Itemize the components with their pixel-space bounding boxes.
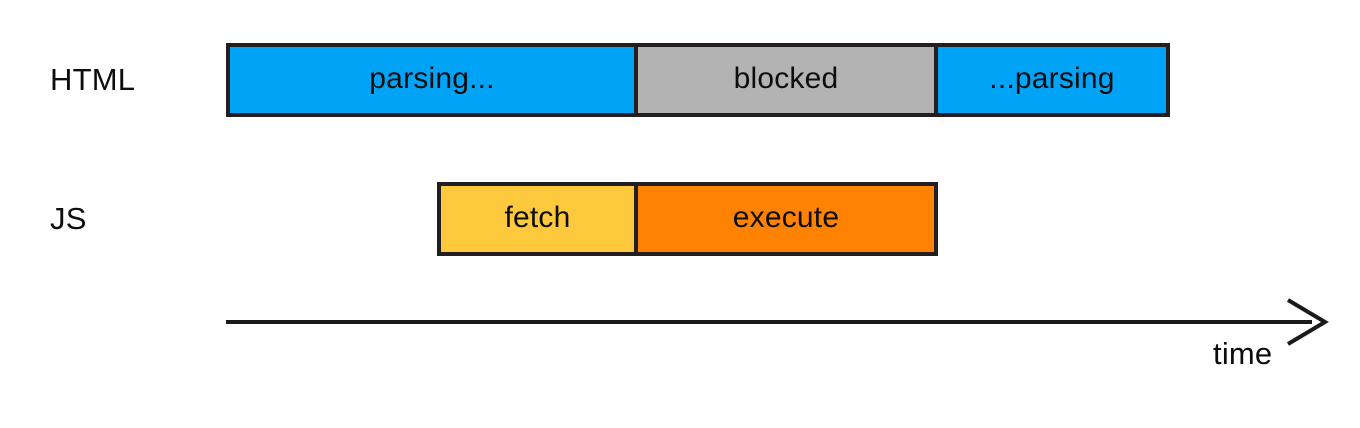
timeline-bar-js: fetch execute [437,182,938,256]
segment-js-fetch[interactable]: fetch [437,182,638,256]
segment-label: fetch [504,201,571,234]
segment-html-parsing[interactable]: parsing... [226,43,638,117]
segment-label: execute [732,201,840,234]
segment-label: ...parsing [989,62,1115,95]
row-label-html: HTML [50,62,136,97]
time-axis-arrow [226,298,1329,346]
segment-html-parsing-resume[interactable]: ...parsing [934,43,1170,117]
segment-js-execute[interactable]: execute [634,182,938,256]
axis-label-time: time [1213,336,1273,371]
timeline-bar-html: parsing... blocked ...parsing [226,43,1170,117]
segment-label: blocked [733,62,839,95]
arrowhead-icon [1286,298,1329,346]
row-label-js: JS [50,201,87,236]
segment-label: parsing... [369,62,495,95]
segment-html-blocked[interactable]: blocked [634,43,938,117]
